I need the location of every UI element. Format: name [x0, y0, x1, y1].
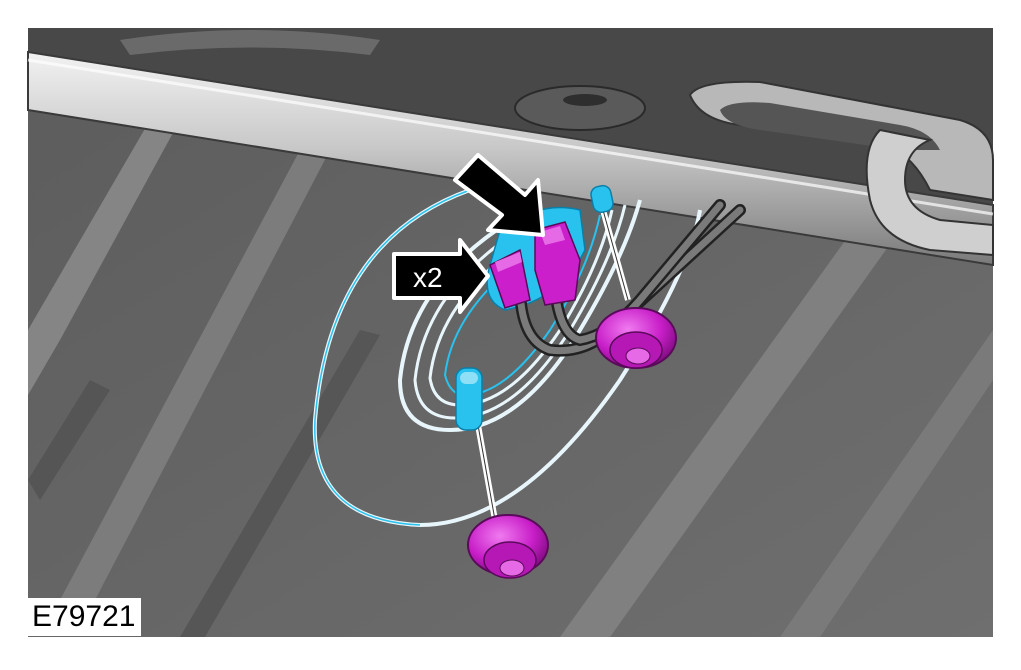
- panel-ribs: [28, 120, 993, 637]
- stud-upper: [590, 184, 631, 301]
- nut-upper: [595, 307, 677, 369]
- upper-bracket: [120, 30, 380, 55]
- bent-tube: [865, 128, 994, 257]
- magenta-connector-right: [534, 221, 581, 306]
- arrow-icon-x2: [392, 238, 490, 314]
- cross-rail: [27, 50, 994, 267]
- magenta-connector-left: [489, 248, 531, 309]
- figure-id-label: E79721: [28, 598, 142, 636]
- quantity-label: x2: [413, 262, 443, 293]
- nut-lower: [467, 514, 549, 579]
- stud-lower: [455, 367, 498, 521]
- mounting-hole: [514, 85, 646, 131]
- arrow-icon-diagonal: [453, 153, 545, 237]
